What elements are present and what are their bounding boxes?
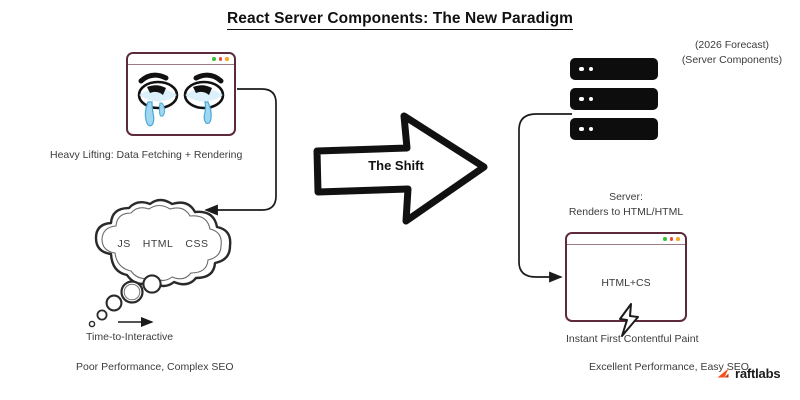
- raftlabs-wordmark: raftlabs: [735, 366, 781, 381]
- window-dot-red: [218, 57, 223, 61]
- page-title-text: React Server Components: The New Paradig…: [226, 10, 574, 30]
- server-led: [579, 96, 584, 102]
- server-unit[interactable]: [570, 118, 658, 140]
- time-to-interactive-caption: Time-to-Interactive: [86, 331, 174, 343]
- crying-eyes-icon: [137, 72, 225, 126]
- cloud-token-html: HTML: [142, 238, 174, 250]
- browser-title-bar: [567, 234, 685, 245]
- cloud-bubble-5: [142, 274, 162, 294]
- server-led: [579, 126, 584, 132]
- first-contentful-paint-caption: Instant First Contentful Paint: [566, 333, 699, 345]
- window-dot-green: [212, 57, 216, 61]
- server-unit[interactable]: [570, 88, 658, 110]
- page-title: React Server Components: The New Paradig…: [0, 10, 800, 30]
- server-led: [579, 66, 584, 72]
- browser-viewport: [128, 65, 234, 134]
- browser-viewport: HTML+CS: [567, 245, 685, 320]
- connector-server-to-browser: [518, 113, 572, 283]
- window-dot-orange: [676, 237, 680, 241]
- connector-browser-to-cloud: [204, 88, 277, 216]
- server-stack: [570, 58, 660, 140]
- server-role-line-1: Server:: [609, 191, 643, 203]
- cloud-token-css: CSS: [185, 238, 209, 250]
- server-role-line-2: Renders to HTML/HTML: [568, 206, 684, 219]
- window-dot-red: [669, 237, 674, 241]
- server-led: [588, 126, 593, 132]
- rendered-output-label: HTML+CS: [601, 276, 651, 289]
- forecast-line-1: (2026 Forecast): [694, 39, 770, 51]
- cloud-token-js: JS: [117, 238, 131, 250]
- forecast-line-2: (Server Components): [681, 54, 783, 67]
- server-led: [588, 66, 593, 72]
- shift-label: The Shift: [368, 158, 424, 173]
- window-dot-green: [663, 237, 667, 241]
- client-browser-window[interactable]: [126, 52, 236, 136]
- cloud-bubble-2: [105, 294, 123, 312]
- thought-cloud-icon: [88, 198, 232, 328]
- server-role-note: Server: Renders to HTML/HTML: [566, 190, 686, 220]
- left-outcome-caption: Poor Performance, Complex SEO: [76, 361, 234, 373]
- cloud-bubble-4: [88, 320, 96, 328]
- server-rendered-browser-window[interactable]: HTML+CS: [565, 232, 687, 322]
- raftlabs-mark-icon: [717, 368, 729, 377]
- browser-title-bar: [128, 54, 234, 65]
- forecast-note: (2026 Forecast) (Server Components): [672, 38, 792, 68]
- cloud-token-row: JS HTML CSS: [78, 238, 248, 250]
- window-dot-orange: [225, 57, 229, 61]
- right-outcome-caption: Excellent Performance, Easy SEO: [589, 361, 749, 373]
- lightning-bolt-icon: [619, 303, 639, 337]
- heavy-lifting-caption: Heavy Lifting: Data Fetching + Rendering: [50, 149, 243, 161]
- cloud-bubble-3: [96, 309, 108, 321]
- server-led: [588, 96, 593, 102]
- the-shift-arrow: The Shift: [312, 108, 492, 228]
- raftlabs-logo[interactable]: raftlabs: [716, 366, 781, 381]
- client-bundle-cloud: JS HTML CSS: [78, 196, 248, 346]
- server-unit[interactable]: [570, 58, 658, 80]
- big-arrow-icon: [313, 112, 488, 225]
